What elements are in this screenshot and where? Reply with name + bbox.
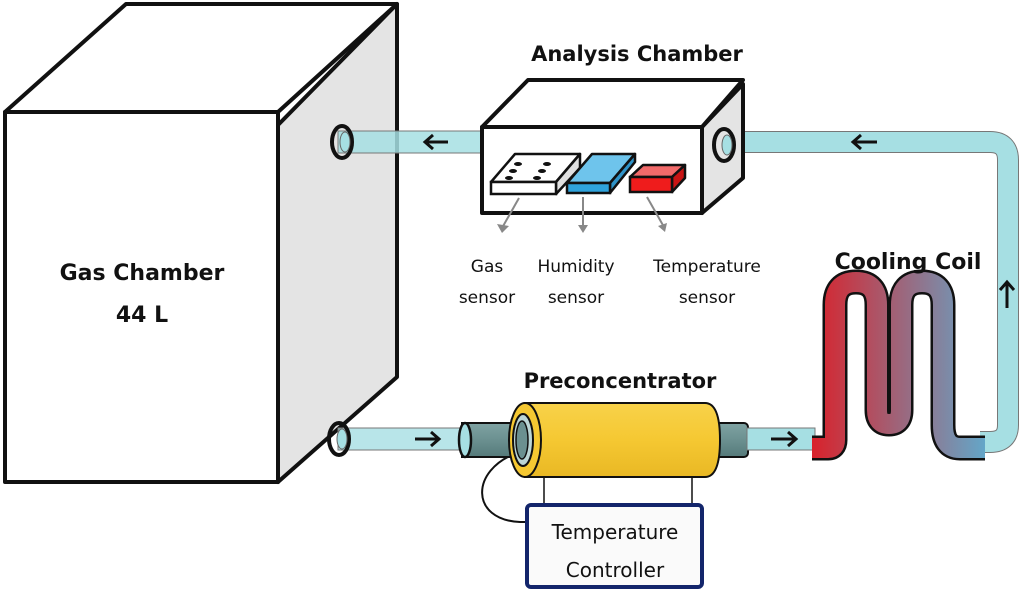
preconcentrator: Preconcentrator <box>457 369 816 523</box>
gas-chamber-label: Gas Chamber <box>60 261 225 286</box>
cooling-coil: Cooling Coil <box>812 250 985 461</box>
sensor-callouts <box>497 196 667 233</box>
gas-chamber: Gas Chamber 44 L <box>3 2 399 484</box>
gas-sensor <box>489 152 582 196</box>
port-bottom <box>327 421 351 457</box>
tube-right-loop <box>740 131 1019 453</box>
humidity-sensor-label-2: sensor <box>548 288 604 308</box>
arrow-right-icon <box>415 430 442 448</box>
preconcentrator-label: Preconcentrator <box>524 369 717 393</box>
temperature-controller-label-2: Controller <box>566 558 665 582</box>
arrow-right-icon <box>771 430 799 448</box>
analysis-port <box>712 127 736 163</box>
arrow-left-icon <box>422 133 448 151</box>
analysis-chamber: Analysis Chamber <box>480 42 745 215</box>
gas-sensor-pointer <box>501 197 520 229</box>
arrow-up-icon <box>998 279 1016 308</box>
cooling-coil-label: Cooling Coil <box>835 250 982 275</box>
gas-chamber-volume: 44 L <box>116 303 168 328</box>
humidity-sensor-label-1: Humidity <box>537 257 614 277</box>
arrow-left-icon <box>850 133 877 151</box>
gas-sensor-label-1: Gas <box>471 257 504 277</box>
analysis-chamber-label: Analysis Chamber <box>531 42 743 66</box>
temperature-sensor-label-1: Temperature <box>652 257 761 277</box>
tube-return-top <box>330 124 489 160</box>
gas-chamber-front-face <box>3 110 280 484</box>
tube-segment <box>337 130 489 154</box>
temperature-controller: Temperature Controller <box>525 503 704 589</box>
thermocouple-wire <box>481 452 527 523</box>
port-top <box>330 124 354 160</box>
temperature-sensor-label-2: sensor <box>679 288 735 308</box>
coil-tube <box>812 272 985 458</box>
analysis-chamber-top <box>480 78 745 129</box>
tube-outlet-bottom <box>327 421 474 457</box>
temperature-controller-label-1: Temperature <box>551 520 679 544</box>
gas-sensor-label-2: sensor <box>459 288 515 308</box>
temperature-sensor-pointer <box>646 196 665 228</box>
temperature-sensor <box>628 163 687 194</box>
humidity-sensor <box>565 152 637 195</box>
